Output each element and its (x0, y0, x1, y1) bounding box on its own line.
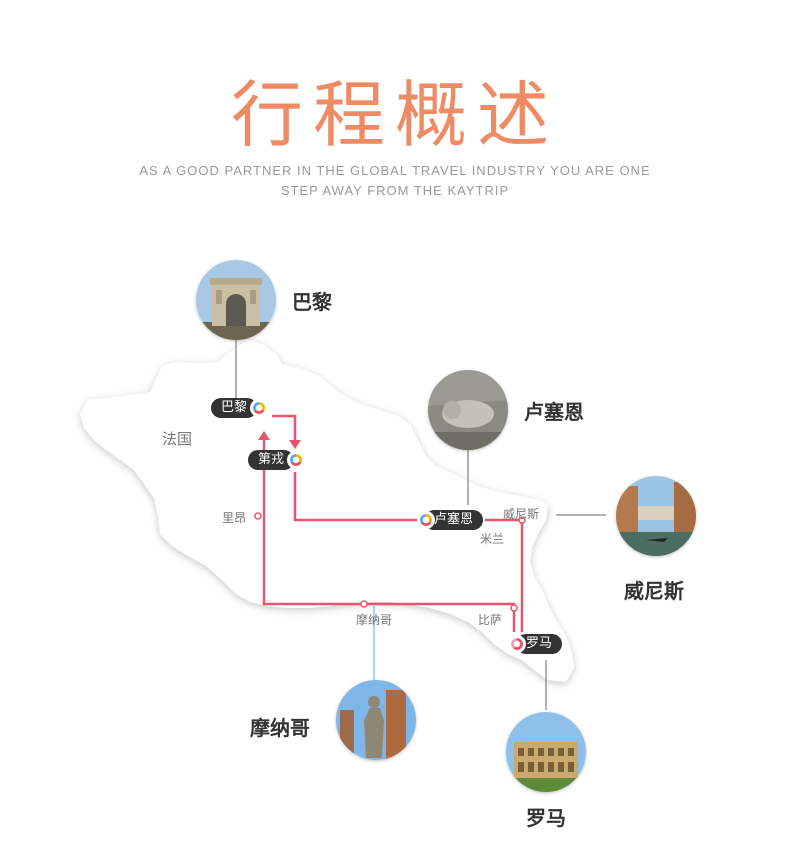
stop-ring-paris (250, 399, 268, 417)
page-title: 行程概述 (230, 73, 559, 157)
dot-venice (518, 516, 526, 524)
stop-pill-lucerne[interactable]: 卢塞恩 (424, 510, 484, 530)
featured-label-rome: 罗马 (526, 806, 566, 830)
dot-pisa (510, 604, 518, 612)
photo-paris[interactable] (196, 260, 276, 340)
featured-label-monaco: 摩纳哥 (250, 716, 310, 740)
dot-lyon (254, 512, 262, 520)
stop-ring-rome (508, 635, 526, 653)
monaco-statue-icon (336, 680, 416, 760)
city-label-milan: 米兰 (480, 532, 505, 546)
photo-venice[interactable] (616, 476, 696, 556)
photo-monaco[interactable] (336, 680, 416, 760)
subtitle-line-2: STEP AWAY FROM THE KAYTRIP (280, 183, 510, 198)
route-arrow-down (289, 440, 301, 449)
stop-pill-paris[interactable]: 巴黎 (211, 398, 258, 418)
venice-canal-icon (616, 476, 696, 556)
route-arrow-up (258, 431, 270, 440)
stop-pill-rome[interactable]: 罗马 (516, 634, 563, 654)
land-shape (80, 340, 574, 682)
city-label-venice: 威尼斯 (503, 507, 540, 521)
colosseum-icon (506, 712, 586, 792)
lion-monument-icon (428, 370, 508, 450)
featured-label-lucerne: 卢塞恩 (524, 400, 584, 424)
featured-label-paris: 巴黎 (292, 290, 332, 314)
city-label-pisa: 比萨 (478, 613, 503, 627)
photo-rome[interactable] (506, 712, 586, 792)
city-label-monaco: 摩纳哥 (356, 613, 393, 627)
subtitle-line-1: AS A GOOD PARTNER IN THE GLOBAL TRAVEL I… (139, 163, 651, 178)
dot-monaco (360, 600, 368, 608)
stop-ring-dijon (287, 451, 305, 469)
photo-lucerne[interactable] (428, 370, 508, 450)
featured-label-venice: 威尼斯 (624, 579, 684, 603)
stop-pill-dijon[interactable]: 第戎 (248, 450, 295, 470)
country-label-france: 法国 (162, 430, 193, 448)
city-label-lyon: 里昂 (222, 511, 247, 525)
arc-de-triomphe-icon (196, 260, 276, 340)
stop-ring-lucerne (417, 511, 435, 529)
